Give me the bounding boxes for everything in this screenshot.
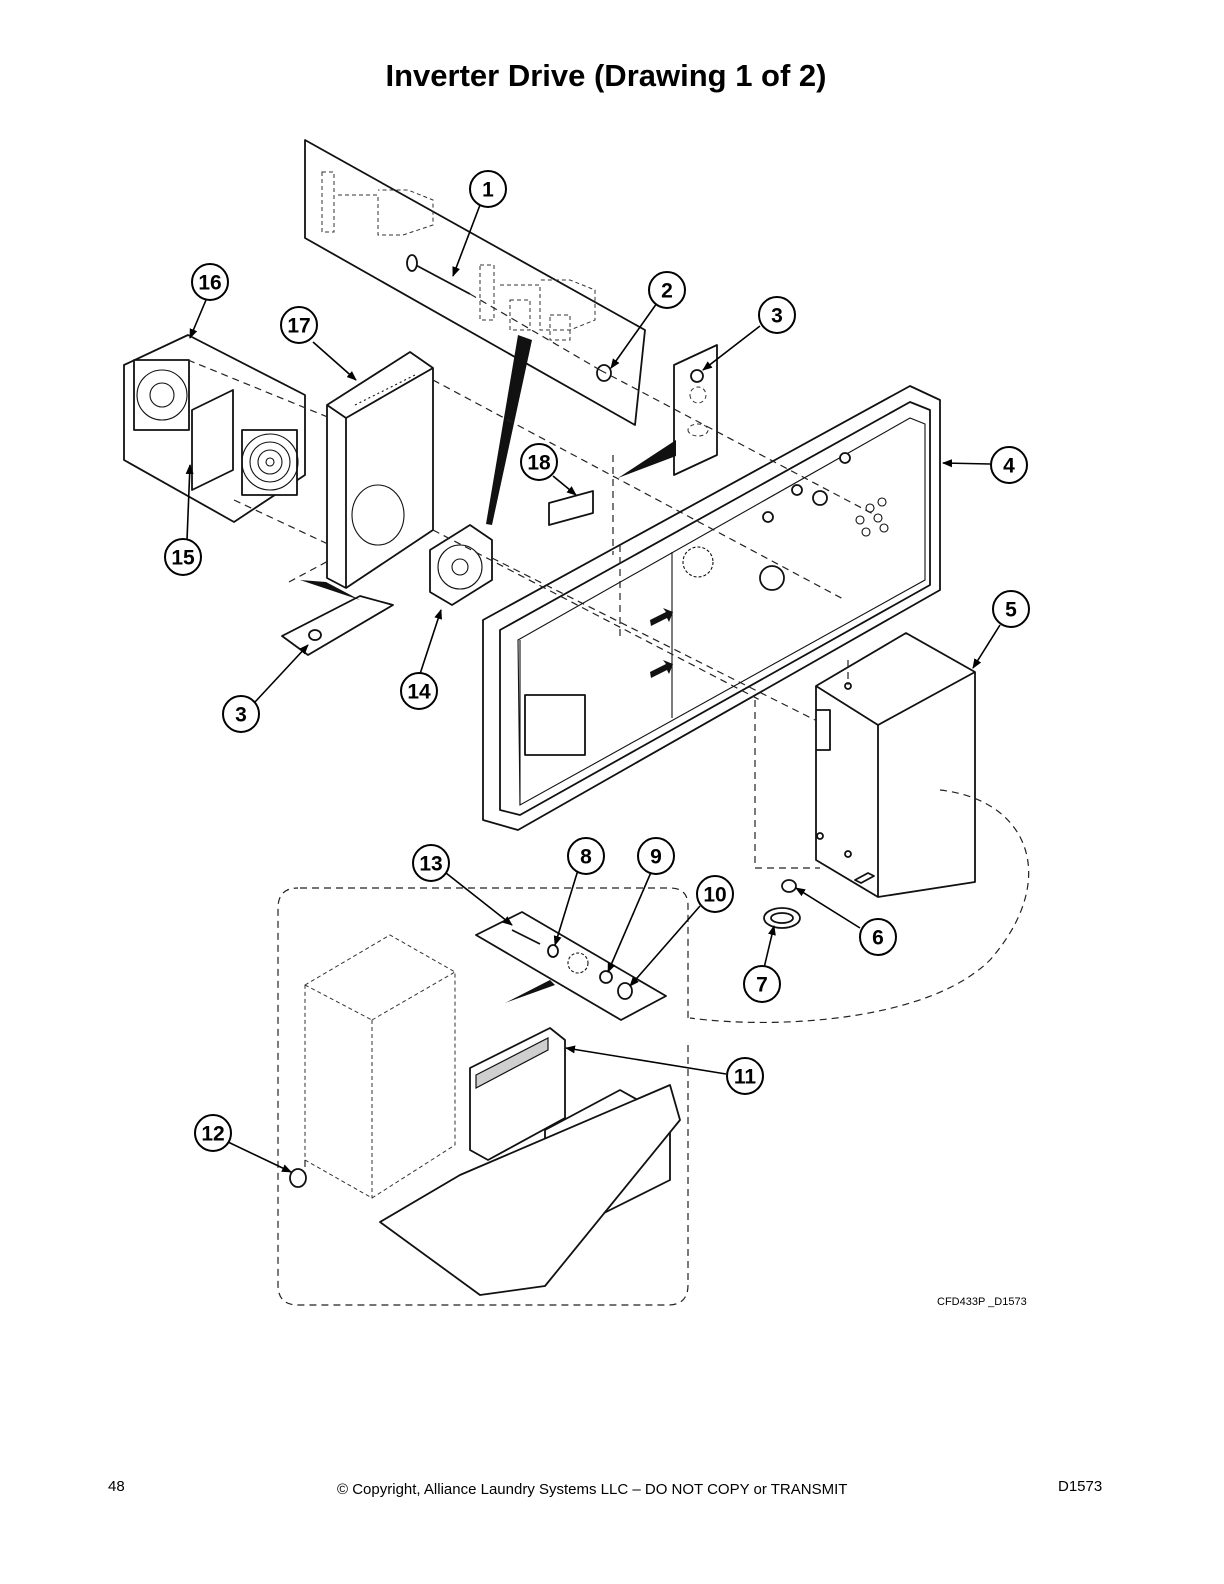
top-mounting-panel	[304, 139, 646, 525]
svg-text:2: 2	[661, 280, 673, 303]
svg-text:3: 3	[235, 704, 247, 727]
callout-7: 7	[743, 965, 781, 1003]
bracket-screw-panel-top	[618, 344, 718, 478]
grommet-part	[781, 879, 797, 893]
page-title: Inverter Drive (Drawing 1 of 2)	[385, 58, 827, 93]
callout-17: 17	[280, 306, 318, 344]
drawing-code: CFD433P _D1573	[937, 1296, 1027, 1308]
vent-hole-pattern	[855, 497, 889, 537]
label-part	[548, 490, 594, 526]
svg-text:16: 16	[198, 272, 221, 295]
main-enclosure	[482, 385, 941, 831]
svg-text:9: 9	[650, 846, 662, 869]
callout-6: 6	[859, 918, 897, 956]
svg-text:8: 8	[580, 846, 592, 869]
callout-4: 4	[990, 446, 1028, 484]
svg-text:4: 4	[1003, 455, 1015, 478]
callout-10: 10	[696, 875, 734, 913]
svg-text:1: 1	[482, 179, 494, 202]
svg-text:17: 17	[287, 315, 310, 338]
svg-text:10: 10	[703, 884, 726, 907]
callout-3b: 3	[222, 695, 260, 733]
svg-text:18: 18	[527, 452, 551, 475]
callout-15: 15	[164, 538, 202, 576]
callout-16: 16	[191, 263, 229, 301]
callout-12: 12	[194, 1114, 232, 1152]
callout-leaders	[185, 204, 1001, 1173]
callout-13: 13	[412, 844, 450, 882]
callout-18: 18	[520, 443, 558, 481]
callout-11: 11	[726, 1057, 764, 1095]
document-code: D1573	[1058, 1478, 1103, 1495]
callout-8: 8	[567, 837, 605, 875]
svg-text:12: 12	[201, 1123, 224, 1146]
svg-text:7: 7	[756, 974, 768, 997]
svg-text:3: 3	[771, 305, 783, 328]
svg-text:15: 15	[171, 547, 195, 570]
callout-9: 9	[637, 837, 675, 875]
callout-2: 2	[648, 271, 686, 309]
callout-3: 3	[758, 296, 796, 334]
svg-text:11: 11	[734, 1066, 757, 1089]
hardware-panel	[475, 911, 667, 1021]
drive-unit	[469, 1027, 566, 1161]
copyright-notice: © Copyright, Alliance Laundry Systems LL…	[337, 1481, 848, 1498]
fan-guard-assembly	[123, 334, 306, 523]
svg-text:14: 14	[407, 681, 431, 704]
sub-panel	[379, 1084, 681, 1296]
callout-14: 14	[400, 672, 438, 710]
svg-text:6: 6	[872, 927, 884, 950]
svg-text:5: 5	[1005, 599, 1017, 622]
cooling-fan	[429, 524, 493, 606]
inverter-housing	[689, 632, 1030, 1023]
callout-5: 5	[992, 590, 1030, 628]
fan-cover-housing	[326, 351, 434, 589]
svg-text:13: 13	[419, 853, 442, 876]
projection-lines	[187, 359, 876, 869]
bushing-part	[289, 1168, 307, 1188]
bracket-screw-panel-left	[281, 580, 394, 656]
callout-1: 1	[469, 170, 507, 208]
page-number: 48	[108, 1478, 125, 1495]
oval-grommet-part	[763, 907, 801, 929]
drive-subassembly-region	[277, 887, 689, 1306]
